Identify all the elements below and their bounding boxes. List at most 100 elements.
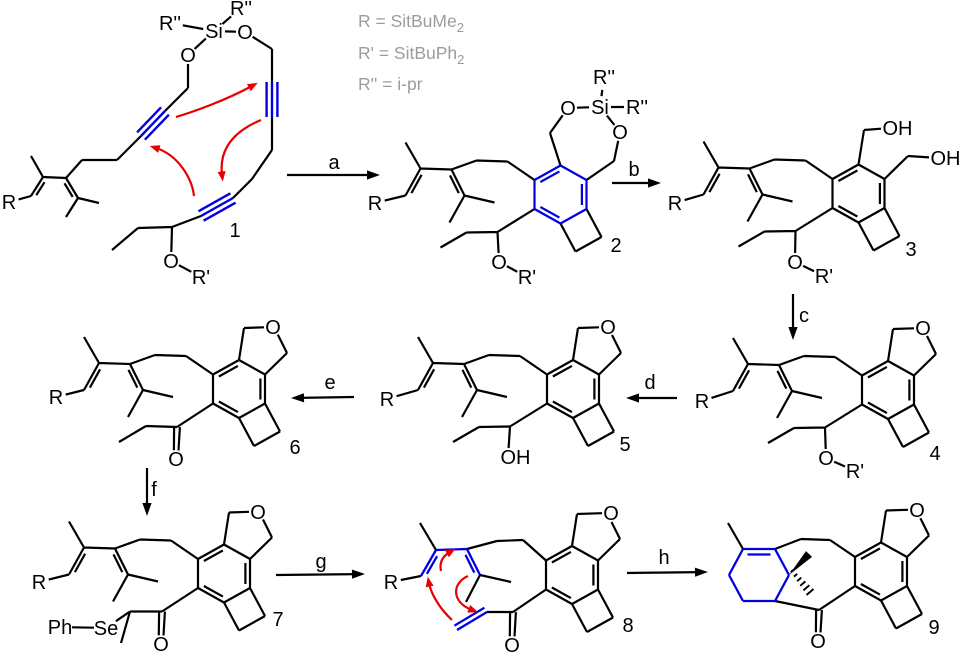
atom-label-silicon: Si	[591, 97, 609, 119]
electron-push-curve	[175, 85, 253, 119]
atom-label-selenium: Se	[94, 618, 118, 640]
arrowhead	[142, 503, 152, 516]
arrowhead	[694, 567, 708, 577]
bond-lines	[18, 15, 274, 273]
arrowhead	[467, 605, 479, 613]
atom-label-oxygen: O	[265, 317, 281, 339]
bond-lines	[48, 510, 273, 644]
atom-label-oxygen: O	[491, 252, 507, 274]
atom-label-oxygen: O	[237, 22, 253, 44]
bond-lines	[727, 508, 930, 633]
bond-lines	[396, 326, 622, 449]
atom-label-oxygen: O	[603, 503, 619, 525]
reaction-arrow-a	[287, 170, 380, 180]
bond-lines	[298, 395, 355, 399]
atom-label-oxygen: O	[180, 45, 196, 67]
substituent-label-r: R	[2, 192, 16, 214]
reaction-arrow-e	[291, 393, 355, 403]
substituent-label-r-doubleprime: R''	[626, 97, 648, 119]
bond-lines	[684, 127, 930, 273]
step-label-c: c	[799, 305, 809, 327]
substituent-label-r-doubleprime: R''	[230, 0, 252, 20]
group-label-phenyl: Ph	[48, 617, 72, 639]
arrowhead	[788, 327, 798, 340]
legend: R = SitBuMe2 R' = SitBuPh2 R'' = i-pr	[358, 11, 464, 94]
compound-number-2: 2	[610, 235, 621, 257]
substituent-label-r: R	[32, 572, 46, 594]
reaction-arrow-c	[788, 294, 798, 340]
group-label-hydroxyl: OH	[501, 447, 531, 469]
compound-number-9: 9	[928, 617, 939, 639]
structure-7-selenide	[48, 510, 273, 644]
bond-lines	[400, 512, 621, 637]
arrowhead	[648, 178, 661, 188]
legend-line-3: R'' = i-pr	[358, 74, 423, 94]
compound-number-3: 3	[905, 239, 916, 261]
reaction-arrow-f	[142, 468, 152, 516]
legend-line-2: R' = SitBuPh2	[358, 43, 464, 67]
atom-label-oxygen: O	[612, 122, 628, 144]
step-label-f: f	[151, 479, 157, 501]
wedge-bond	[789, 551, 812, 575]
electron-pushing-arrows-1	[149, 82, 262, 197]
atom-label-oxygen: O	[787, 252, 803, 274]
atom-label-oxygen: O	[909, 500, 925, 522]
substituent-label-r: R	[668, 193, 682, 215]
substituent-label-r: R	[380, 389, 394, 411]
atom-label-silicon: Si	[205, 21, 223, 43]
bond-lines	[136, 82, 279, 222]
arrowhead	[367, 170, 380, 180]
substituent-label-r-prime: R'	[846, 461, 864, 483]
atom-label-oxygen: O	[818, 448, 834, 470]
electron-push-curve	[427, 582, 453, 621]
structure-1-macrocyclic-triyne	[18, 15, 279, 273]
compound-number-7: 7	[272, 609, 283, 631]
bond-lines	[384, 89, 624, 273]
bond-lines	[626, 571, 701, 575]
structure-5-furan-alcohol	[396, 326, 622, 449]
reaction-arrow-g	[275, 569, 365, 579]
bond-lines	[533, 164, 588, 225]
electron-push-curve	[455, 574, 473, 612]
arrowhead	[351, 569, 365, 579]
arrowhead	[626, 393, 639, 403]
substituent-label-r-doubleprime: R''	[593, 67, 615, 89]
step-label-h: h	[658, 547, 669, 569]
structure-4-furan-ether	[711, 327, 937, 468]
substituent-label-r-prime: R'	[192, 267, 210, 289]
step-label-d: d	[644, 372, 655, 394]
electron-push-curve	[155, 146, 196, 197]
compound-number-4: 4	[929, 443, 940, 465]
atom-label-oxygen: O	[168, 449, 184, 471]
step-label-a: a	[328, 152, 340, 174]
atom-label-oxygen: O	[504, 635, 520, 656]
step-label-e: e	[324, 372, 335, 394]
arrowhead	[445, 548, 456, 558]
arrowhead	[149, 145, 161, 153]
arrowhead	[217, 171, 226, 182]
structure-9-cycloadduct	[727, 508, 930, 633]
arrowhead	[291, 393, 305, 403]
substituent-label-r-doubleprime: R''	[159, 13, 181, 35]
compound-number-8: 8	[622, 615, 633, 637]
structure-3-bis-hydroxymethyl	[684, 127, 930, 273]
substituent-label-r: R	[384, 572, 398, 594]
atom-label-oxygen: O	[163, 251, 179, 273]
reaction-arrow-h	[626, 567, 708, 577]
reaction-arrow-b	[612, 178, 661, 188]
atom-label-oxygen: O	[915, 318, 931, 340]
substituent-label-r-prime: R'	[815, 266, 833, 288]
bond-lines	[275, 573, 358, 577]
atom-label-oxygen: O	[600, 317, 616, 339]
reaction-arrow-d	[626, 393, 677, 403]
structure-2-silyl-tethered-bicyclic	[384, 89, 624, 273]
atom-label-oxygen: O	[810, 631, 826, 653]
atom-label-oxygen: O	[153, 634, 169, 656]
compound-number-6: 6	[289, 437, 300, 459]
hashed-wedge-ticks	[790, 569, 815, 596]
step-label-b: b	[628, 159, 639, 181]
compound-number-1: 1	[229, 220, 240, 242]
